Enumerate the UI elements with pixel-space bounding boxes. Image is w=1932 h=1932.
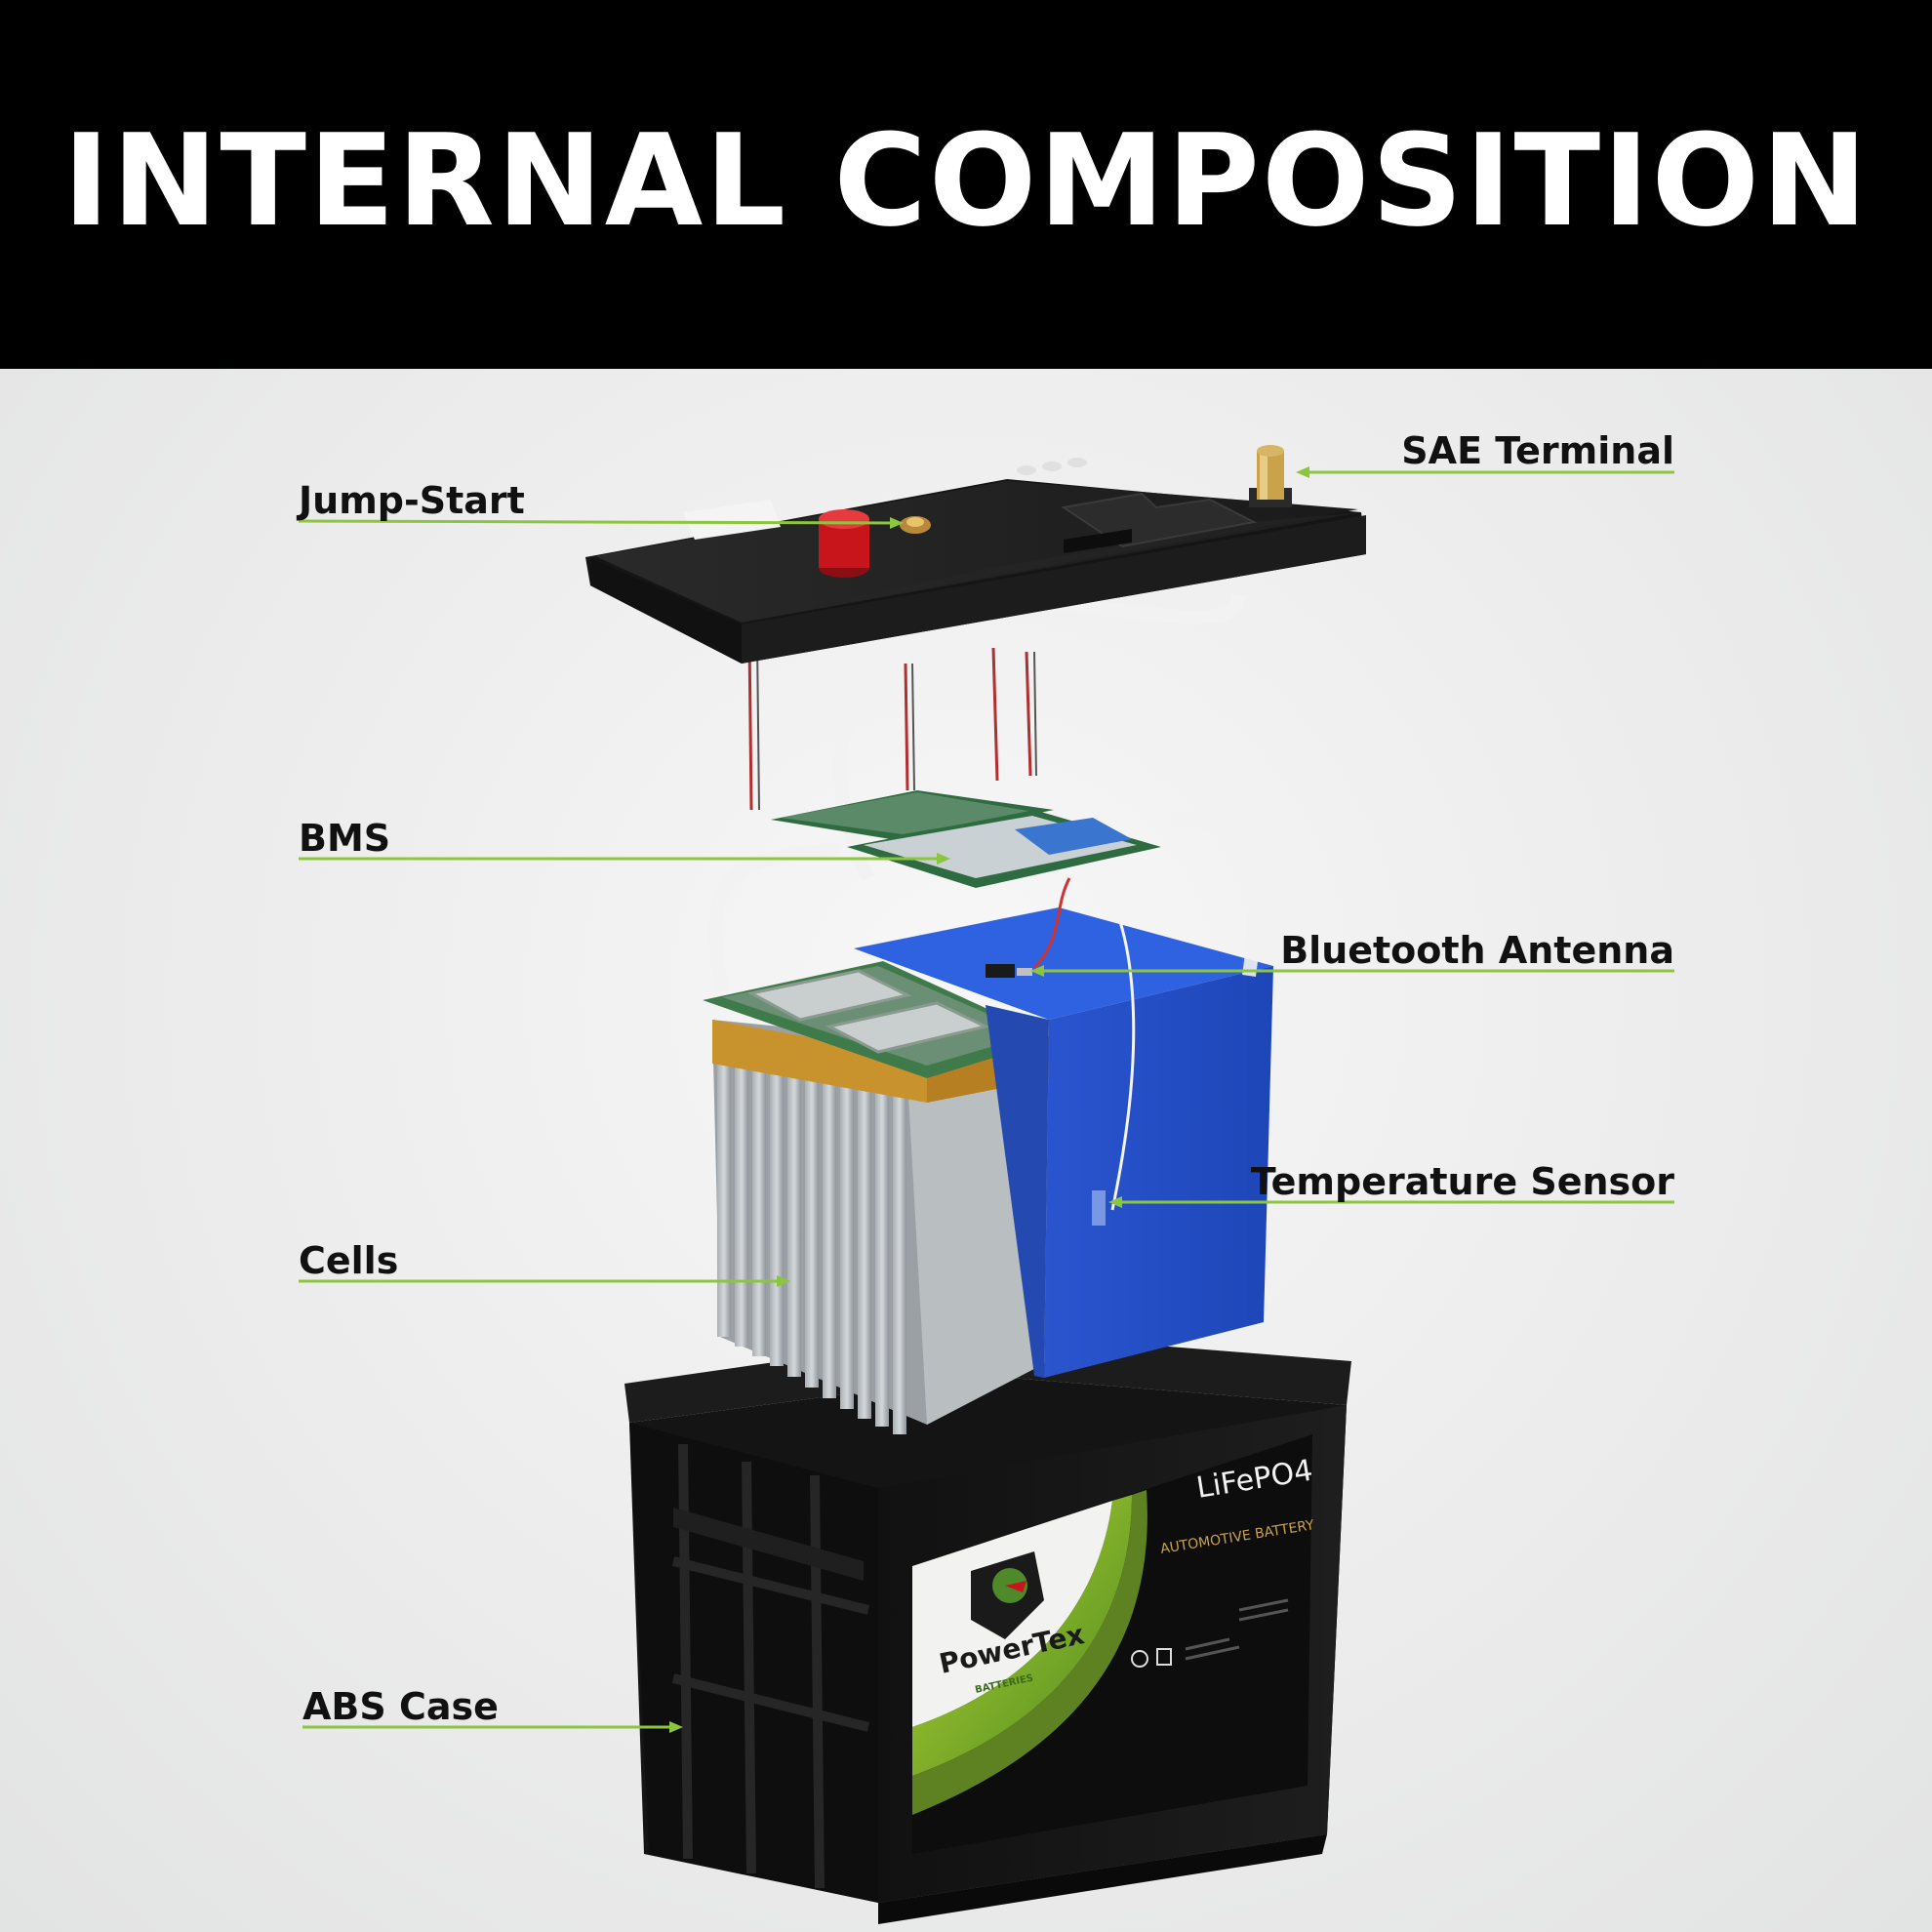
sae-terminal-post: [1249, 445, 1292, 507]
jump-start-post: [900, 516, 931, 534]
bluetooth-antenna-marker: [986, 964, 1032, 978]
callout-bluetooth-antenna: Bluetooth Antenna: [1280, 929, 1674, 972]
callout-abs-case: ABS Case: [302, 1685, 499, 1728]
lid-part: [585, 445, 1366, 664]
callout-cells: Cells: [299, 1239, 399, 1282]
callout-sae-terminal: SAE Terminal: [1401, 429, 1674, 472]
positive-terminal: [819, 509, 869, 578]
blue-wrap-part: [854, 907, 1273, 1378]
abs-case-leader: [302, 1721, 683, 1733]
abs-case-part: PowerTex BATTERIES LiFePO4 AUTOMOTIVE BA…: [624, 1332, 1351, 1924]
cells-leader: [299, 1275, 790, 1287]
bluetooth-antenna-leader: [1030, 965, 1674, 977]
bms-part: [708, 593, 1263, 1211]
recycle-icon: [1131, 1648, 1172, 1668]
page-title: INTERNAL COMPOSITION: [62, 106, 1870, 255]
callout-temperature-sensor: Temperature Sensor: [1250, 1160, 1674, 1203]
status-indicators: [1017, 458, 1087, 475]
temperature-sensor-leader: [1108, 1196, 1674, 1208]
temperature-sensor-marker: [1092, 1190, 1106, 1226]
callout-jump-start: Jump-Start: [299, 479, 525, 522]
jump-start-leader: [298, 517, 904, 529]
cells-part: [703, 961, 1054, 1434]
callout-bms: BMS: [299, 817, 391, 860]
title-banner: [0, 0, 1932, 369]
cell-fins: [717, 1025, 906, 1434]
sae-terminal-leader: [1296, 466, 1674, 478]
bms-leader: [299, 853, 950, 865]
leader-lines: [298, 466, 1674, 1733]
